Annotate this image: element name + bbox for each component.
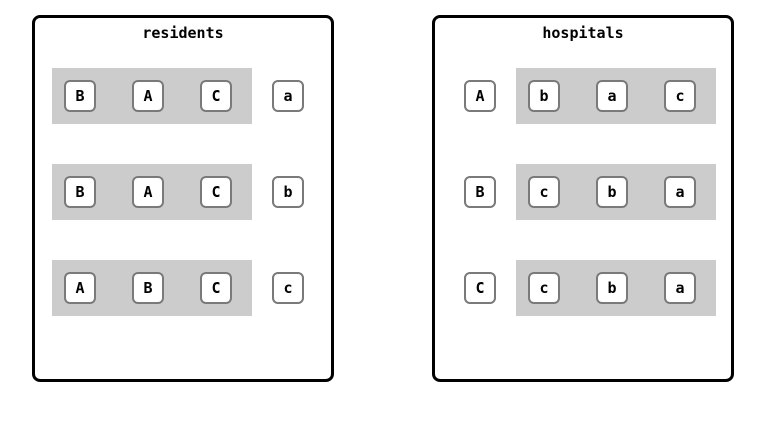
- hospitals-title: hospitals: [542, 24, 624, 42]
- hospital-node: A: [464, 80, 496, 112]
- resident-node: a: [272, 80, 304, 112]
- resident-pref-node: C: [200, 176, 232, 208]
- residents-panel: residents B A C a B A C b A B C c: [32, 15, 334, 382]
- resident-pref-node: A: [64, 272, 96, 304]
- hospital-pref-node: b: [528, 80, 560, 112]
- hospital-node: C: [464, 272, 496, 304]
- hospital-pref-node: c: [664, 80, 696, 112]
- hospital-pref-node: a: [664, 176, 696, 208]
- resident-pref-node: C: [200, 80, 232, 112]
- resident-pref-node: B: [64, 176, 96, 208]
- hospital-pref-node: a: [664, 272, 696, 304]
- hospital-pref-node: c: [528, 176, 560, 208]
- resident-pref-node: A: [132, 176, 164, 208]
- resident-pref-node: B: [132, 272, 164, 304]
- resident-pref-node: C: [200, 272, 232, 304]
- hospital-pref-node: b: [596, 176, 628, 208]
- hospital-pref-node: b: [596, 272, 628, 304]
- hospitals-panel: hospitals A b a c B c b a C c b a: [432, 15, 734, 382]
- resident-node: b: [272, 176, 304, 208]
- hospital-node: B: [464, 176, 496, 208]
- hospital-pref-node: a: [596, 80, 628, 112]
- resident-node: c: [272, 272, 304, 304]
- resident-pref-node: B: [64, 80, 96, 112]
- resident-pref-node: A: [132, 80, 164, 112]
- residents-title: residents: [142, 24, 224, 42]
- hospital-pref-node: c: [528, 272, 560, 304]
